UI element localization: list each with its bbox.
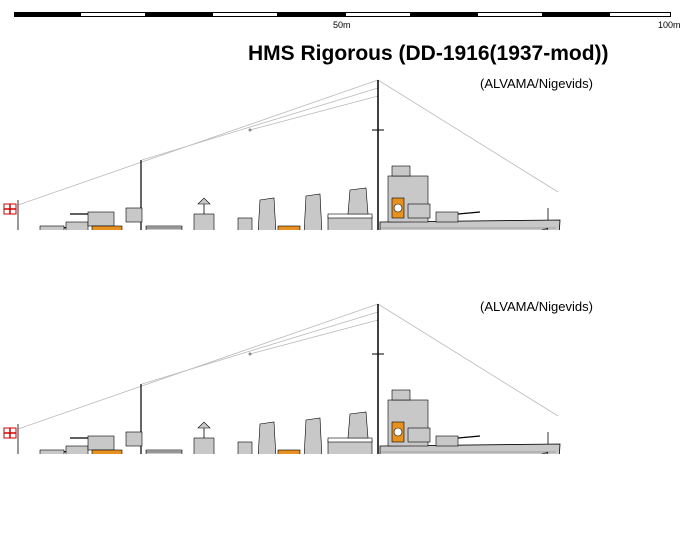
ship-drawing-lower [3,303,561,454]
scale-segment [543,12,609,17]
scale-label-50m: 50m [333,20,351,30]
scale-label-100m: 100m [658,20,681,30]
scale-bar [14,12,671,19]
scale-segment [609,12,671,17]
credit-upper: (ALVAMA/Nigevids) [480,76,593,91]
scale-segment [212,12,278,17]
page-title: HMS Rigorous (DD-1916(1937-mod)) [248,42,609,65]
scale-segment [411,12,477,17]
scale-segment [14,12,80,17]
scale-segment [345,12,411,17]
scale-segment [146,12,212,17]
ship-drawing-upper [3,79,561,230]
scale-segment [477,12,543,17]
scale-segment [80,12,146,17]
scale-segment [278,12,345,17]
credit-lower: (ALVAMA/Nigevids) [480,299,593,314]
